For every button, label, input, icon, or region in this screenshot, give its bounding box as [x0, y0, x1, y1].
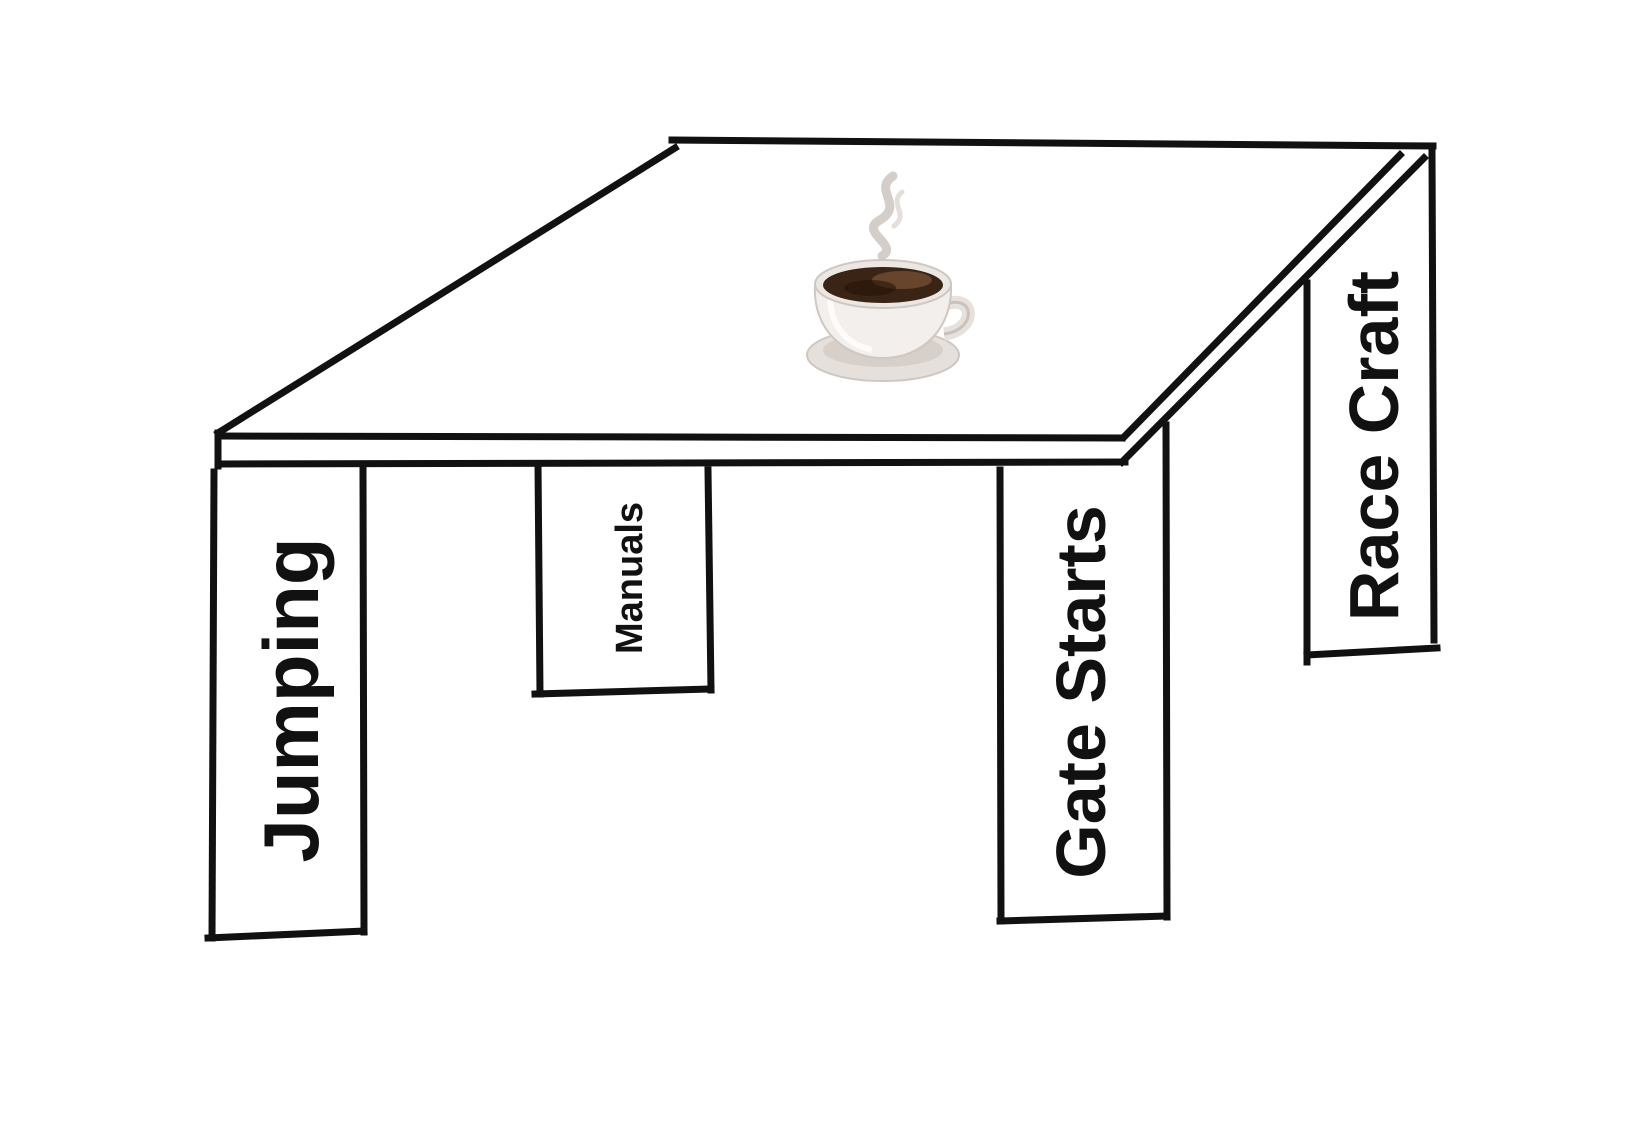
leg-label-jumping: Jumping — [247, 538, 335, 863]
leg-label-gate-starts: Gate Starts — [1042, 505, 1120, 878]
coffee-cup-icon — [807, 176, 968, 381]
leg-label-manuals: Manuals — [609, 502, 651, 654]
leg-label-race-craft: Race Craft — [1335, 271, 1413, 621]
